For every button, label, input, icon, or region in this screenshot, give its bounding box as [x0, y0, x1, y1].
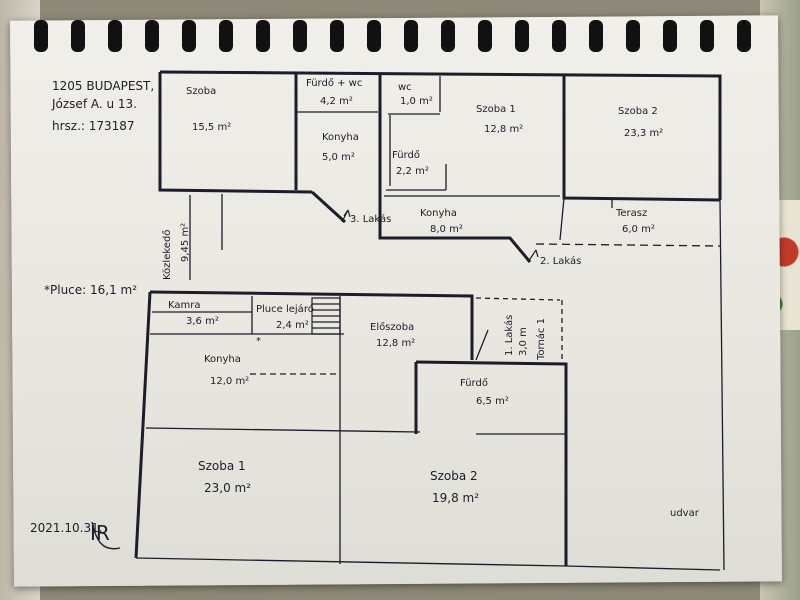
lower-room-szoba2-name: Szoba 2	[430, 469, 478, 483]
lower-room-szoba1-name: Szoba 1	[198, 459, 246, 473]
signature-text: IR	[90, 521, 110, 545]
lower-room-eloszoba-area: 12,8 m²	[376, 338, 415, 349]
upper-room-szoba2-name: Szoba 2	[618, 106, 658, 117]
upper-room-konyha-name: Konyha	[322, 132, 359, 143]
stair-label-3: 3. Lakás	[350, 213, 391, 225]
upper-room-szoba1-name: Szoba 1	[476, 104, 516, 115]
address-line-2: József A. u 13.	[51, 97, 137, 111]
entry-label: 1. Lakás	[503, 315, 515, 356]
upper-room-furdo-name: Fürdő	[392, 149, 420, 161]
stair-label-2: 2. Lakás	[540, 255, 581, 267]
lower-room-furdo-name: Fürdő	[460, 377, 488, 389]
upper-room-szoba2-area: 23,3 m²	[624, 128, 663, 139]
address-line-1: 1205 BUDAPEST,	[52, 79, 154, 93]
yard-label: udvar	[670, 508, 700, 519]
lower-room-konyha-area: 12,0 m²	[210, 376, 249, 387]
upper-floor-walls	[158, 70, 722, 263]
hrsz-number: hrsz.: 173187	[52, 119, 135, 133]
lower-room-kamra-area: 3,6 m²	[186, 316, 219, 327]
lower-room-eloszoba-name: Előszoba	[370, 321, 414, 333]
upper-room-furdo-area: 2,2 m²	[396, 166, 429, 177]
lower-room-pluce-name: Pluce lejáró	[256, 303, 314, 315]
upper-room-konyha-area: 5,0 m²	[322, 152, 355, 163]
pluce-note: *Pluce: 16,1 m²	[44, 283, 137, 297]
upper-room-terasz-area: 6,0 m²	[622, 224, 655, 235]
upper-room-furdo-wc-area: 4,2 m²	[320, 96, 353, 107]
stair-arrows	[341, 209, 539, 263]
upper-room-konyha2-name: Konyha	[420, 208, 457, 219]
signature-mark	[91, 521, 121, 550]
upper-corridor-name: Közlekedő	[161, 230, 173, 280]
lower-room-furdo-area: 6,5 m²	[476, 396, 509, 407]
staircase	[311, 297, 341, 335]
lower-room-szoba1-area: 23,0 m²	[204, 481, 251, 495]
upper-room-szoba-name: Szoba	[186, 86, 216, 97]
upper-room-furdo-wc-name: Fürdő + wc	[306, 77, 362, 89]
lower-room-pluce-area: 2,4 m²	[276, 320, 309, 331]
lower-room-kamra-name: Kamra	[168, 300, 201, 311]
upper-room-szoba-area: 15,5 m²	[192, 122, 231, 133]
lower-room-konyha-name: Konyha	[204, 354, 241, 365]
entry-extra: Tornác 1	[535, 318, 547, 361]
date-note: 2021.10.31.	[30, 521, 103, 535]
upper-floor-thin-walls	[189, 76, 721, 280]
lower-room-szoba2-area: 19,8 m²	[432, 491, 479, 505]
lower-floor-thin-walls	[135, 199, 725, 571]
upper-corridor-area: 9,45 m²	[180, 223, 191, 262]
upper-room-terasz-name: Terasz	[615, 208, 647, 219]
upper-room-wc-area: 1,0 m²	[400, 96, 433, 107]
upper-room-konyha2-area: 8,0 m²	[430, 224, 463, 235]
upper-room-szoba1-area: 12,8 m²	[484, 124, 523, 135]
lower-floor-walls	[134, 290, 568, 566]
upper-room-wc-name: wc	[398, 82, 412, 93]
entry-area: 3,0 m	[518, 327, 529, 356]
star-marker: *	[256, 336, 261, 347]
